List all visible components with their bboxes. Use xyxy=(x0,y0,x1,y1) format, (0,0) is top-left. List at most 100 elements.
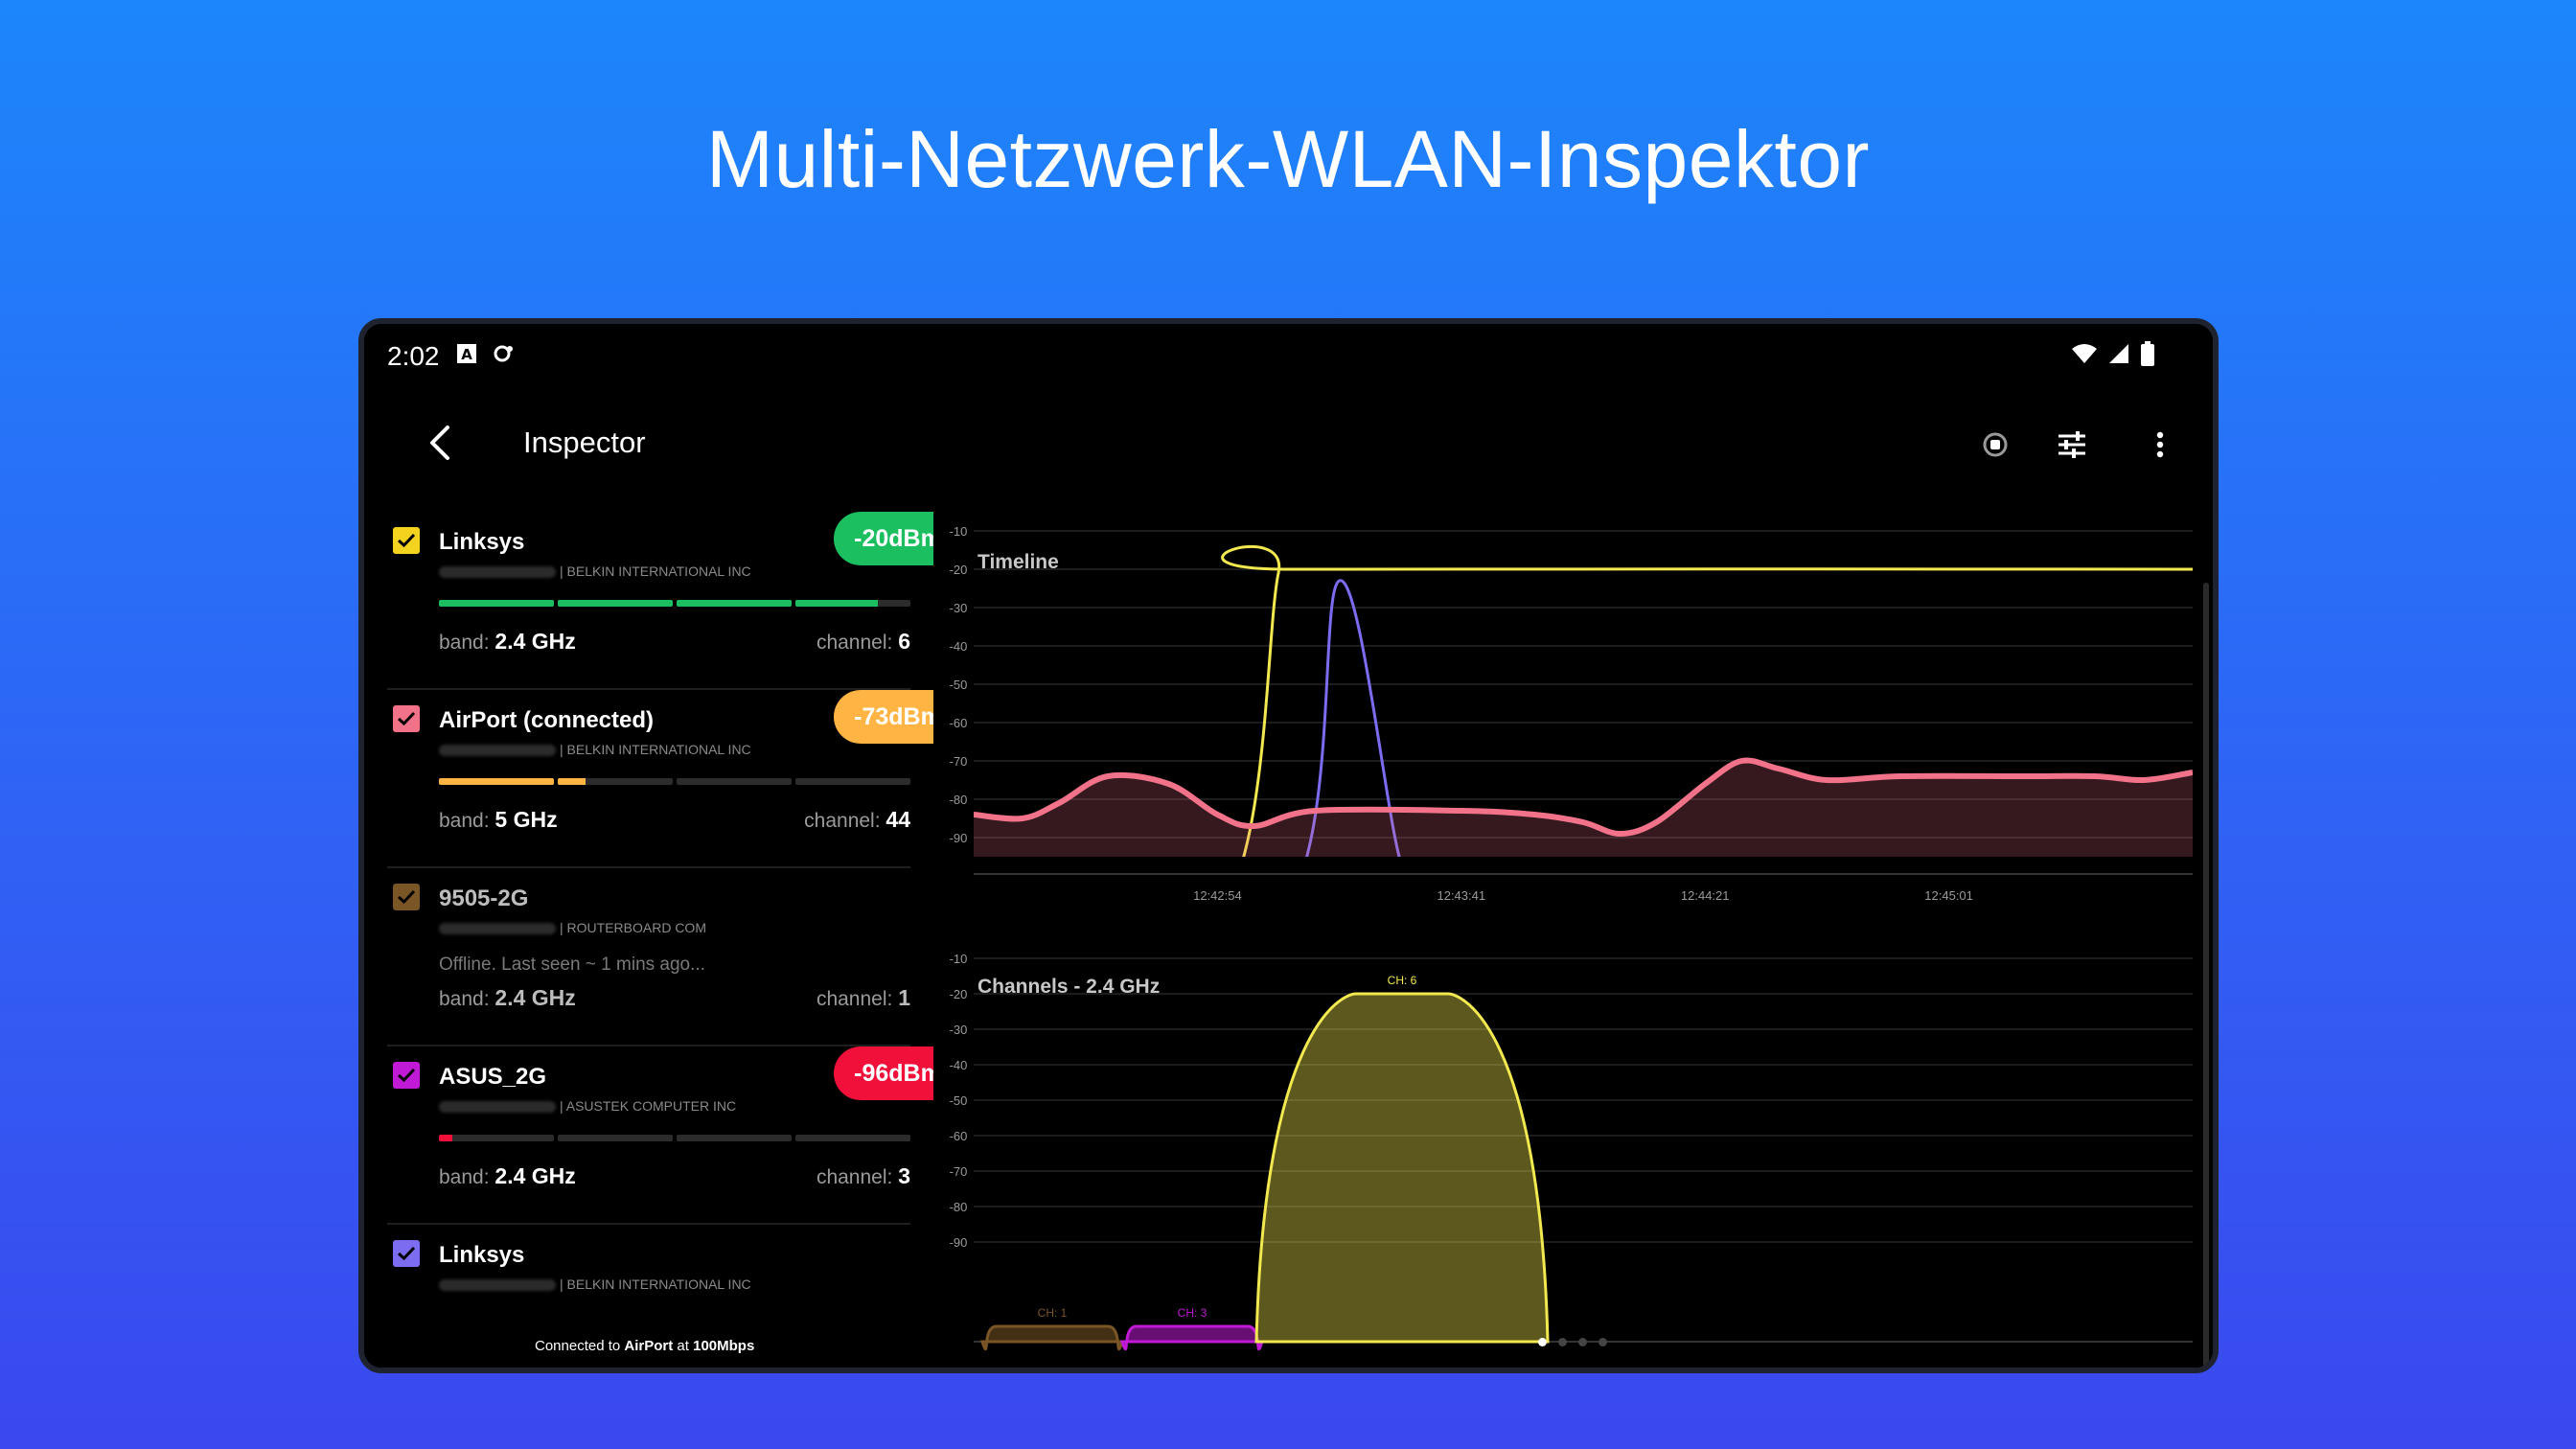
signal-strength-bar xyxy=(439,1135,910,1141)
network-ssid: ASUS_2G xyxy=(439,1064,547,1090)
network-ssid: AirPort (connected) xyxy=(439,707,655,733)
page-dot[interactable] xyxy=(1598,1338,1607,1346)
network-mac: B8:69:F4:20:E1:73 | ROUTERBOARD COM xyxy=(439,920,706,935)
signal-badge: -96dBm xyxy=(834,1046,933,1100)
network-item[interactable]: Linksys 08:EC:5E:55:60:67| BELKIN INTERNA… xyxy=(387,512,933,690)
network-channel: channel: 1 xyxy=(816,985,910,1010)
network-ssid: 9505-2G xyxy=(439,886,529,911)
check-icon xyxy=(397,889,416,905)
network-vendor: | ROUTERBOARD COM xyxy=(560,920,706,935)
page-dot[interactable] xyxy=(1578,1338,1587,1346)
chart-title: Timeline xyxy=(978,551,1059,573)
arrow-back-icon xyxy=(430,426,449,460)
channel-area xyxy=(1119,1324,1265,1351)
app-screen: 2:02 A xyxy=(364,324,2213,1368)
channel-area xyxy=(1254,992,1550,1344)
x-tick-label: 12:44:21 xyxy=(1681,888,1730,903)
app-bar: Inspector xyxy=(364,385,2213,500)
page-dot[interactable] xyxy=(1558,1338,1567,1346)
series-area xyxy=(974,760,2193,857)
timeline-series-group xyxy=(974,544,2193,857)
timeline-chart: -10-20-30-40-50-60-70-80-90Timeline12:42… xyxy=(950,524,2193,903)
signal-bar-segment xyxy=(439,778,554,785)
signal-bar-segment xyxy=(795,1135,910,1141)
network-channel: channel: 3 xyxy=(816,1163,910,1188)
y-tick-label: -10 xyxy=(950,524,968,539)
promo-headline: Multi-Netzwerk-WLAN-Inspektor xyxy=(705,114,1871,204)
channel-label: CH: 1 xyxy=(1038,1306,1068,1320)
tune-icon xyxy=(2058,431,2085,458)
cell-signal-icon xyxy=(2109,344,2128,363)
y-tick-label: -50 xyxy=(950,678,968,692)
wifi-icon xyxy=(2072,344,2097,363)
check-icon xyxy=(397,1068,416,1083)
y-tick-label: -30 xyxy=(950,1023,968,1037)
status-bar: 2:02 A xyxy=(364,324,2213,385)
y-tick-label: -70 xyxy=(950,754,968,769)
network-checkbox[interactable] xyxy=(393,1062,420,1089)
notification-icon xyxy=(494,345,513,362)
svg-text:A: A xyxy=(461,346,472,363)
network-channel: channel: 44 xyxy=(804,807,910,832)
network-item[interactable]: 9505-2G B8:69:F4:20:E1:73 | ROUTERBOARD CO… xyxy=(387,868,910,1046)
check-icon xyxy=(397,1246,416,1261)
y-tick-label: -40 xyxy=(950,1058,968,1072)
series-line xyxy=(1221,544,2193,857)
network-vendor: | BELKIN INTERNATIONAL INC xyxy=(560,1276,751,1292)
y-tick-label: -60 xyxy=(950,716,968,730)
y-tick-label: -50 xyxy=(950,1093,968,1108)
network-checkbox[interactable] xyxy=(393,705,420,732)
network-band: band: 2.4 GHz xyxy=(439,629,576,654)
mac-address: B8:69:F4:20:E1:73 xyxy=(439,923,556,935)
network-ssid: Linksys xyxy=(439,529,525,555)
scrollbar[interactable] xyxy=(2203,583,2209,1368)
y-tick-label: -20 xyxy=(950,987,968,1001)
channel-label: CH: 3 xyxy=(1178,1306,1208,1320)
network-vendor: | ASUSTEK COMPUTER INC xyxy=(560,1098,737,1114)
page-indicator xyxy=(1538,1338,1607,1346)
record-button[interactable] xyxy=(1968,418,2022,472)
y-tick-label: -20 xyxy=(950,563,968,577)
network-mac: 08:EC:5E:55:60:67| BELKIN INTERNATIONAL … xyxy=(439,564,751,579)
mac-address: 08:EC:5E:55:60:68 xyxy=(439,1279,556,1292)
y-tick-label: -90 xyxy=(950,831,968,845)
signal-bar-segment xyxy=(558,1135,673,1141)
mac-address: 04:D9:F5:FA:B0:19 xyxy=(439,1101,556,1114)
network-channel: channel: 6 xyxy=(816,629,910,654)
y-tick-label: -10 xyxy=(950,952,968,966)
network-band: band: 2.4 GHz xyxy=(439,1163,576,1188)
connection-status: Connected to AirPort at 100Mbps xyxy=(535,1338,755,1354)
network-checkbox[interactable] xyxy=(393,884,420,910)
network-list[interactable]: Linksys 08:EC:5E:55:60:67| BELKIN INTERNA… xyxy=(387,512,933,1326)
signal-bar-segment xyxy=(439,600,554,607)
network-item[interactable]: ASUS_2G 04:D9:F5:FA:B0:19 | ASUSTEK COMPUT… xyxy=(387,1046,933,1225)
offline-status: Offline. Last seen ~ 1 mins ago... xyxy=(439,954,705,975)
page-dot[interactable] xyxy=(1538,1338,1547,1346)
network-item[interactable]: Linksys 08:EC:5E:55:60:68 | BELKIN INTERNA… xyxy=(387,1225,910,1326)
y-tick-label: -30 xyxy=(950,601,968,615)
network-mac: 08:EC:5E:55:60:68 | BELKIN INTERNATIONAL … xyxy=(439,1276,751,1292)
signal-strength-bar xyxy=(439,778,910,785)
y-tick-label: -70 xyxy=(950,1164,968,1179)
signal-bar-segment xyxy=(439,1135,554,1141)
signal-bar-segment xyxy=(677,778,792,785)
check-icon xyxy=(397,533,416,548)
more-options-button[interactable] xyxy=(2133,418,2187,472)
series-line xyxy=(1305,579,1401,857)
channel-area xyxy=(979,1324,1125,1351)
network-checkbox[interactable] xyxy=(393,1240,420,1267)
signal-bar-segment xyxy=(558,600,673,607)
network-mac: C0:56:27:A8:E1:E5| BELKIN INTERNATIONAL … xyxy=(439,742,751,757)
network-item[interactable]: AirPort (connected) C0:56:27:A8:E1:E5| BE… xyxy=(387,690,933,868)
record-icon xyxy=(1983,432,2008,457)
back-button[interactable] xyxy=(412,414,470,472)
page-title: Inspector xyxy=(523,426,646,459)
tune-button[interactable] xyxy=(2045,418,2099,472)
x-tick-label: 12:42:54 xyxy=(1193,888,1242,903)
network-checkbox[interactable] xyxy=(393,527,420,554)
y-tick-label: -60 xyxy=(950,1129,968,1143)
network-band: band: 5 GHz xyxy=(439,807,558,832)
network-ssid: Linksys xyxy=(439,1242,525,1268)
